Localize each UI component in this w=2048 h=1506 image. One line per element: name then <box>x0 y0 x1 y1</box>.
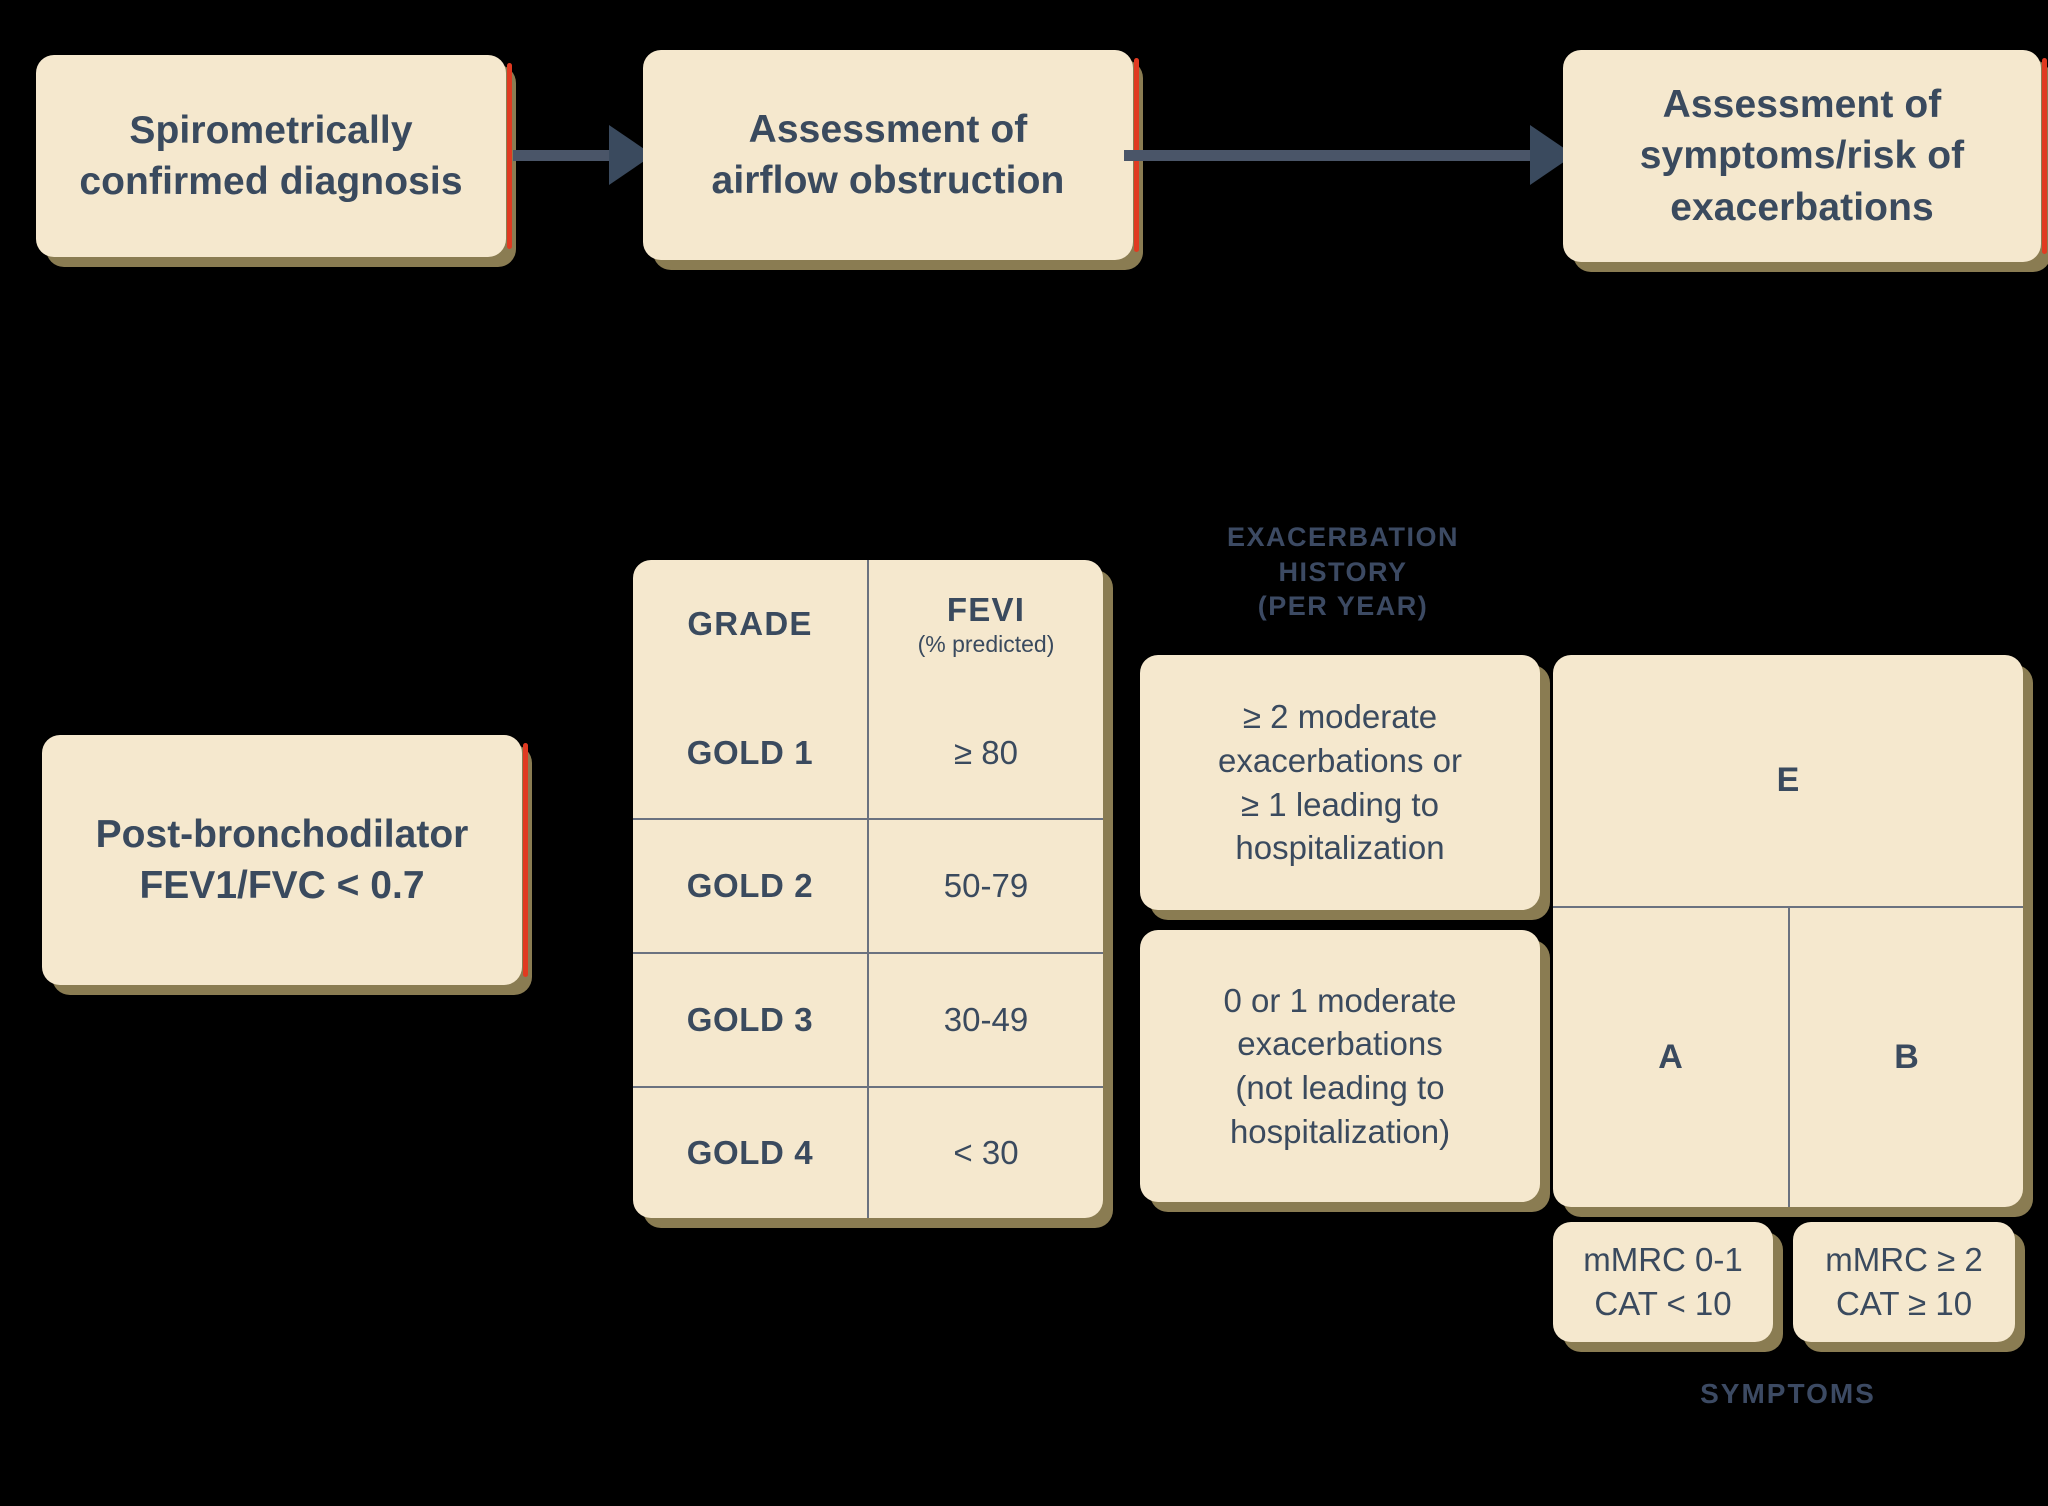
abe-group-grid: E A B <box>1553 655 2023 1207</box>
exacerbation-high-risk-box: ≥ 2 moderate exacerbations or ≥ 1 leadin… <box>1140 655 1540 910</box>
grade-label: GOLD 4 <box>686 1134 814 1172</box>
arrow-shaft <box>1124 149 1530 161</box>
grade-value: < 30 <box>867 1087 1103 1218</box>
column-header-grade: GRADE <box>687 605 813 642</box>
flow-step-spirometrically-confirmed-diagnosis: Spirometrically confirmed diagnosis <box>36 55 512 257</box>
exacerbation-high-line: exacerbations or <box>1218 741 1462 779</box>
grade-value: 30-49 <box>867 952 1103 1089</box>
abe-group-e: E <box>1776 761 1800 799</box>
column-header-fevi-main: FEVI <box>946 590 1026 628</box>
right-arrow-icon <box>513 125 653 185</box>
exacerbation-low-line: 0 or 1 moderate <box>1223 981 1457 1019</box>
symptom-scale-low-box: mMRC 0-1 CAT < 10 <box>1553 1222 1773 1342</box>
symptoms-axis-label: SYMPTOMS <box>1700 1378 1876 1409</box>
flow-step-line: symptoms/risk of <box>1639 134 1965 178</box>
table-row: GOLD 2 50-79 <box>633 818 1103 954</box>
flow-step-assessment-of-airflow-obstruction: Assessment of airflow obstruction <box>643 50 1139 260</box>
symptom-scale-low-line: mMRC 0-1 <box>1583 1241 1743 1279</box>
abe-group-b: B <box>1788 908 2023 1207</box>
exacerbation-high-line: hospitalization <box>1235 829 1445 867</box>
table-row: GOLD 3 30-49 <box>633 952 1103 1089</box>
exacerbation-label-line: HISTORY <box>1278 556 1408 587</box>
post-bronchodilator-line: Post-bronchodilator <box>95 812 469 856</box>
flow-step-line: Assessment of <box>748 107 1028 151</box>
exacerbation-high-line: ≥ 2 moderate <box>1242 698 1438 736</box>
flow-step-line: confirmed diagnosis <box>79 160 463 203</box>
grade-value: ≥ 80 <box>867 688 1103 820</box>
abe-grid-row-bottom: A B <box>1553 908 2023 1207</box>
column-header-fevi-sub: (% predicted) <box>917 630 1055 657</box>
exacerbation-low-line: (not leading to <box>1235 1069 1445 1106</box>
symptom-scale-high-box: mMRC ≥ 2 CAT ≥ 10 <box>1793 1222 2015 1342</box>
post-bronchodilator-line: FEV1/FVC < 0.7 <box>139 864 425 907</box>
table-header-row: GRADE FEVI (% predicted) <box>633 560 1103 688</box>
grade-label: GOLD 3 <box>633 952 868 1089</box>
symptom-scale-high-line: mMRC ≥ 2 <box>1825 1241 1983 1279</box>
exacerbation-low-line: exacerbations <box>1237 1025 1443 1063</box>
table-row: GOLD 4 < 30 <box>633 1087 1103 1218</box>
arrow-shaft <box>513 149 609 161</box>
abe-group-a: A <box>1658 1038 1683 1076</box>
gold-grade-table: GRADE FEVI (% predicted) GOLD 1 ≥ 80 GOL… <box>633 560 1103 1218</box>
exacerbation-low-risk-box: 0 or 1 moderate exacerbations (not leadi… <box>1140 930 1540 1202</box>
exacerbation-high-line: ≥ 1 leading to <box>1241 785 1439 823</box>
exacerbation-history-axis-label: EXACERBATION HISTORY (PER YEAR) <box>1148 520 1538 624</box>
flow-step-assessment-of-symptoms-risk: Assessment of symptoms/risk of exacerbat… <box>1563 50 2047 262</box>
grade-label: GOLD 1 <box>633 688 868 820</box>
column-header-fevi: FEVI (% predicted) <box>867 560 1103 688</box>
exacerbation-label-line: (PER YEAR) <box>1257 591 1429 622</box>
post-bronchodilator-criterion-box: Post-bronchodilator FEV1/FVC < 0.7 <box>42 735 528 985</box>
symptom-scale-high-line: CAT ≥ 10 <box>1835 1285 1973 1322</box>
flow-step-line: airflow obstruction <box>711 159 1065 202</box>
exacerbation-label-line: EXACERBATION <box>1226 522 1459 552</box>
grade-value: 50-79 <box>867 818 1103 954</box>
grade-label: GOLD 2 <box>633 818 868 954</box>
abe-grid-row-top: E <box>1553 655 2023 908</box>
symptom-scale-low-line: CAT < 10 <box>1594 1285 1732 1322</box>
flow-step-line: exacerbations <box>1670 185 1934 229</box>
exacerbation-low-line: hospitalization) <box>1229 1112 1451 1150</box>
right-arrow-icon <box>1124 125 1574 185</box>
flow-step-line: Assessment of <box>1662 82 1942 126</box>
table-row: GOLD 1 ≥ 80 <box>633 688 1103 820</box>
flow-step-line: Spirometrically <box>129 108 413 152</box>
